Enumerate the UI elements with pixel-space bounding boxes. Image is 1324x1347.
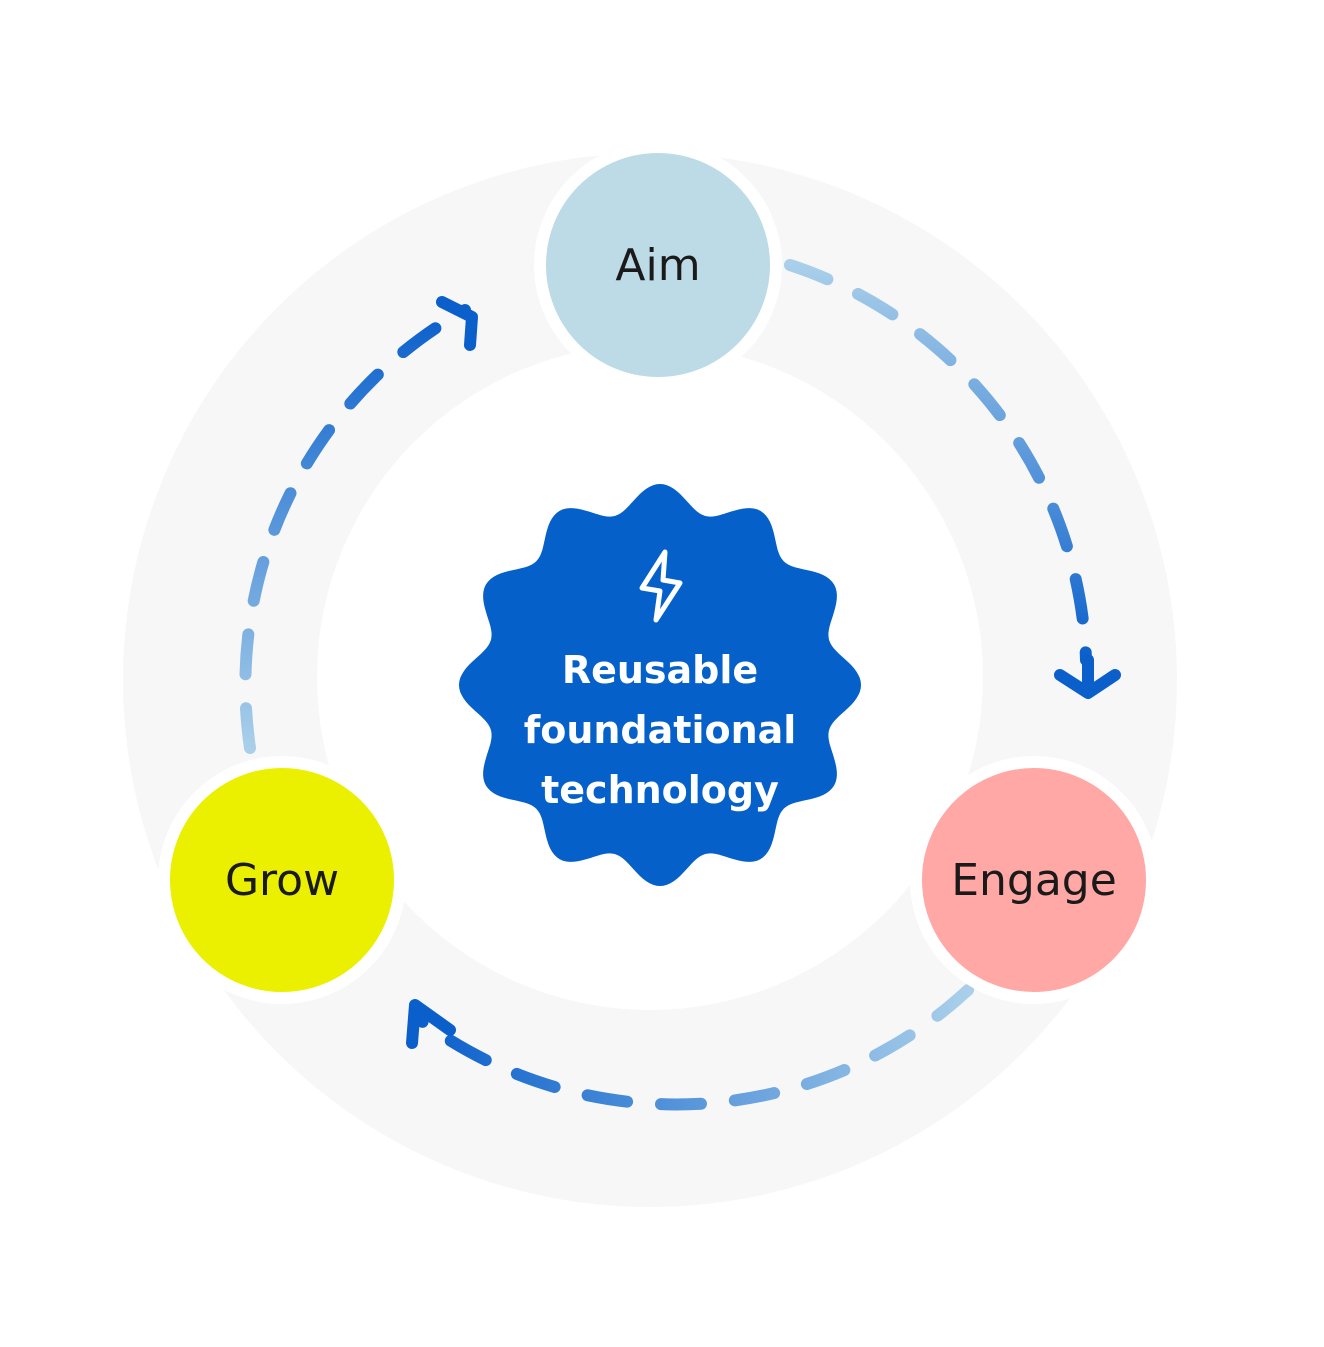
- stage-grow: Grow: [158, 756, 406, 1004]
- center-badge: [459, 484, 861, 886]
- arrowhead-grow: [406, 999, 456, 1049]
- center-label: Reusable foundational technology: [460, 640, 860, 820]
- stage-label: Engage: [951, 854, 1117, 906]
- center-line: Reusable: [561, 648, 759, 692]
- stage-label: Aim: [615, 239, 701, 291]
- arrow-grow-to-aim: [239, 304, 471, 754]
- arrow-aim-to-engage: [784, 259, 1092, 666]
- center-line: foundational: [523, 708, 797, 752]
- center-line: technology: [541, 768, 779, 812]
- stage-label: Grow: [224, 854, 340, 906]
- lightning-bolt-icon: [639, 549, 683, 623]
- stage-engage: Engage: [910, 756, 1158, 1004]
- arrowhead-aim: [436, 296, 478, 351]
- stage-aim: Aim: [534, 141, 782, 389]
- arrow-engage-to-grow: [414, 984, 974, 1111]
